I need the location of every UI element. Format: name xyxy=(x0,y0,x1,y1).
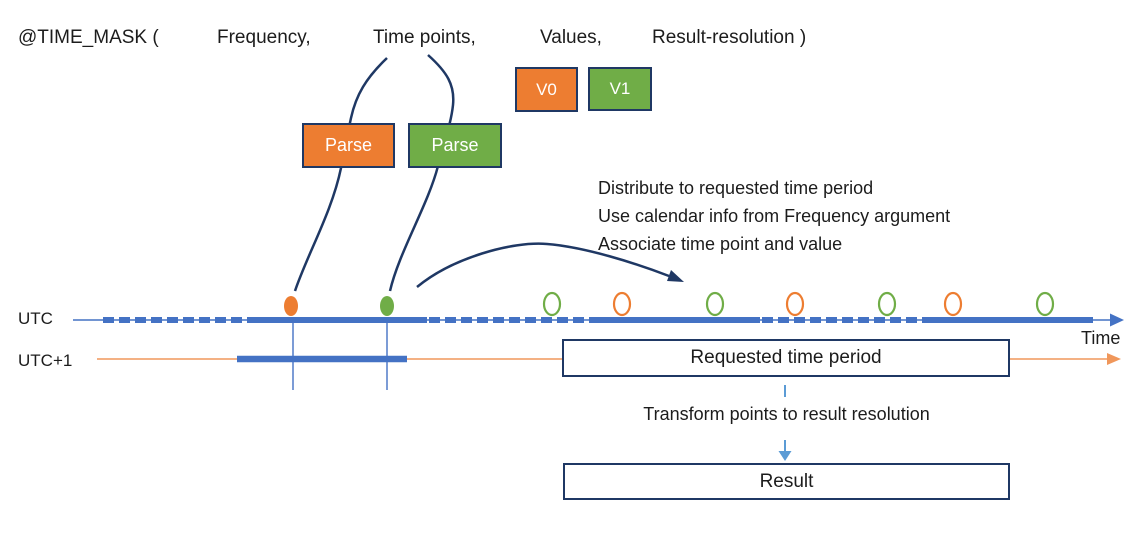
utc-axis-label: UTC xyxy=(18,309,53,328)
distribute-arrow-head xyxy=(667,270,684,282)
time-axis-arrow-head xyxy=(1110,313,1124,327)
filled-time-point-green xyxy=(380,296,394,316)
parse-box-green: Parse xyxy=(408,123,502,168)
value-box-v0-label: V0 xyxy=(536,79,557,99)
distributed-time-point-markers xyxy=(542,291,1055,317)
function-signature-prefix: @TIME_MASK ( xyxy=(18,27,159,48)
result-box: Result xyxy=(563,463,1010,500)
hollow-time-point-orange xyxy=(612,291,632,317)
connector-timepoints-to-green-point xyxy=(388,54,455,292)
requested-time-period-box: Requested time period xyxy=(562,339,1010,377)
transform-arrow-head xyxy=(778,451,792,461)
hollow-time-point-orange xyxy=(785,291,805,317)
distribute-annotation-line-1: Distribute to requested time period xyxy=(598,178,874,198)
parse-box-orange: Parse xyxy=(302,123,395,168)
arg-frequency: Frequency, xyxy=(217,27,311,48)
value-box-v0: V0 xyxy=(515,67,578,112)
hollow-time-point-green xyxy=(1035,291,1055,317)
distribute-annotation-line-3: Associate time point and value xyxy=(598,234,843,254)
parsed-time-point-markers xyxy=(284,296,394,316)
distribute-annotation-line-2: Use calendar info from Frequency argumen… xyxy=(598,206,951,226)
requested-time-period-label: Requested time period xyxy=(690,347,882,368)
hollow-time-point-green xyxy=(705,291,725,317)
hollow-time-point-orange xyxy=(943,291,963,317)
connector-timepoints-to-orange-point xyxy=(293,57,388,292)
time-axis-label: Time xyxy=(1081,328,1121,348)
distribute-annotation: Distribute to requested time period Use … xyxy=(598,174,950,258)
utc-plus1-axis-label: UTC+1 xyxy=(18,351,73,370)
utc1-axis-arrow-head xyxy=(1107,353,1121,365)
transform-annotation: Transform points to result resolution xyxy=(643,404,930,424)
value-box-v1: V1 xyxy=(588,67,652,111)
distribute-arrow-curve xyxy=(416,242,670,288)
arg-time-points: Time points, xyxy=(373,27,476,48)
result-box-label: Result xyxy=(759,470,814,492)
filled-time-point-orange xyxy=(284,296,298,316)
parse-box-orange-label: Parse xyxy=(324,135,373,155)
arg-values: Values, xyxy=(540,27,602,48)
arg-result-resolution: Result-resolution ) xyxy=(652,27,807,48)
value-box-v1-label: V1 xyxy=(609,79,631,98)
hollow-time-point-green xyxy=(542,291,562,317)
parse-box-green-label: Parse xyxy=(431,135,479,155)
hollow-time-point-green xyxy=(877,291,897,317)
